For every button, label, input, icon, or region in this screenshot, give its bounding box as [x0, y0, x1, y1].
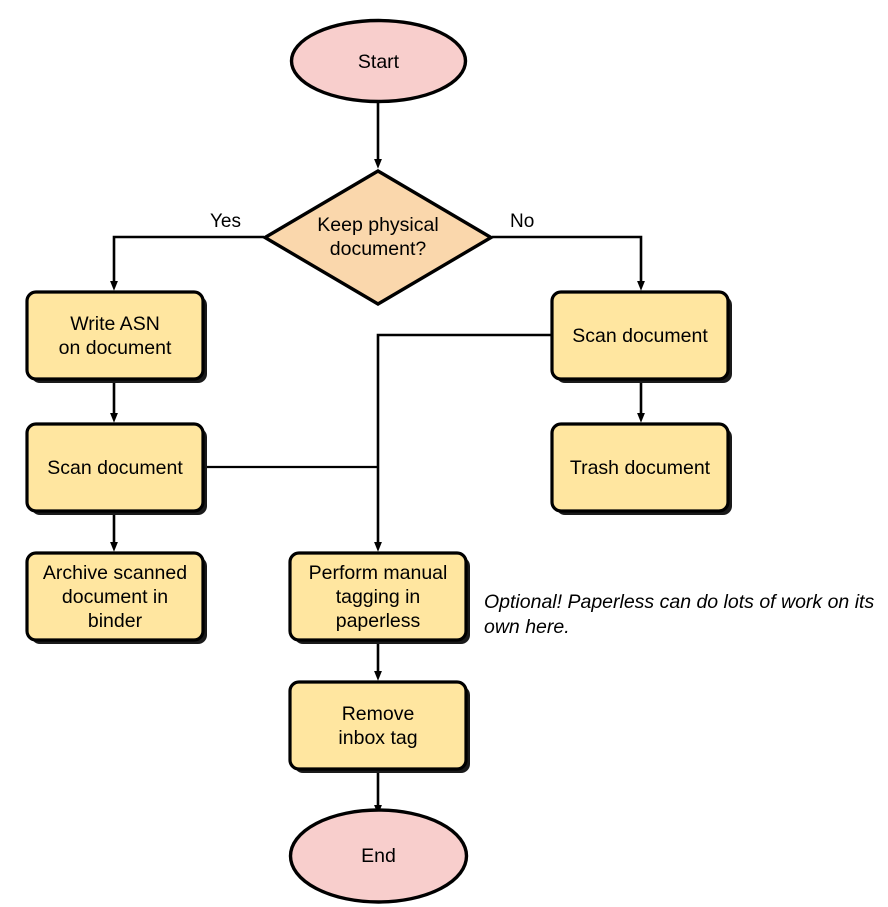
- node-start-shape[interactable]: [289, 18, 468, 104]
- node-decision-shape[interactable]: [261, 169, 495, 306]
- node-write-asn-shape[interactable]: [25, 290, 207, 383]
- edge-scan-right-to-tagging: [374, 333, 552, 552]
- edge-label-yes: Yes: [210, 211, 241, 232]
- edge-decision-no-to-scan-right: [492, 235, 645, 291]
- annotation-optional-note: Optional! Paperless can do lots of work …: [484, 591, 875, 638]
- node-trash-shape[interactable]: [550, 422, 732, 515]
- node-tagging-shape[interactable]: [288, 551, 470, 644]
- edge-decision-yes-to-write-asn: [110, 235, 264, 291]
- node-scan-right-shape[interactable]: [550, 290, 732, 383]
- node-scan-left-shape[interactable]: [25, 422, 207, 515]
- edge-label-no: No: [510, 211, 535, 232]
- node-archive-shape[interactable]: [25, 551, 207, 644]
- connector-layer: [110, 102, 645, 815]
- node-remove-tag-shape[interactable]: [288, 680, 470, 773]
- node-end-shape[interactable]: [288, 808, 469, 904]
